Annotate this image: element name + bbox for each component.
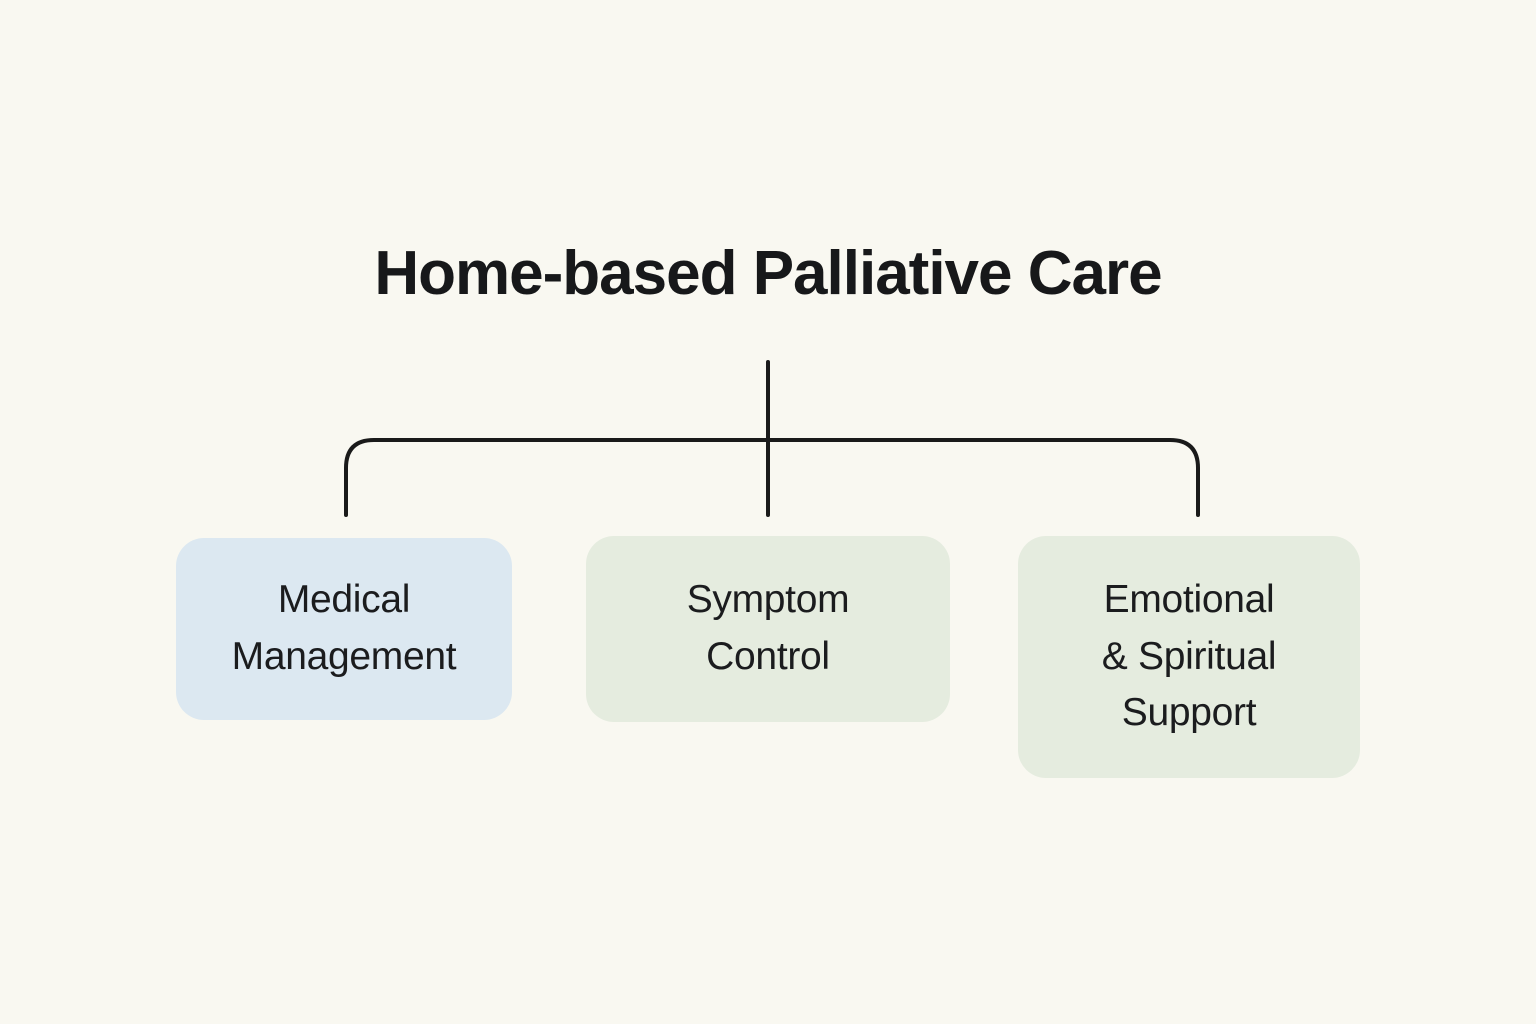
node-medical-management-label: Medical Management [231, 578, 457, 678]
connector-bracket-line [344, 438, 1200, 517]
node-emotional-spiritual-support: Emotional & Spiritual Support [1018, 536, 1360, 778]
node-medical-management: Medical Management [176, 538, 512, 720]
diagram-title: Home-based Palliative Care [374, 239, 1162, 308]
node-emotional-spiritual-support-label: Emotional & Spiritual Support [1101, 578, 1277, 735]
node-symptom-control: Symptom Control [586, 536, 950, 722]
node-symptom-control-label: Symptom Control [686, 578, 850, 678]
